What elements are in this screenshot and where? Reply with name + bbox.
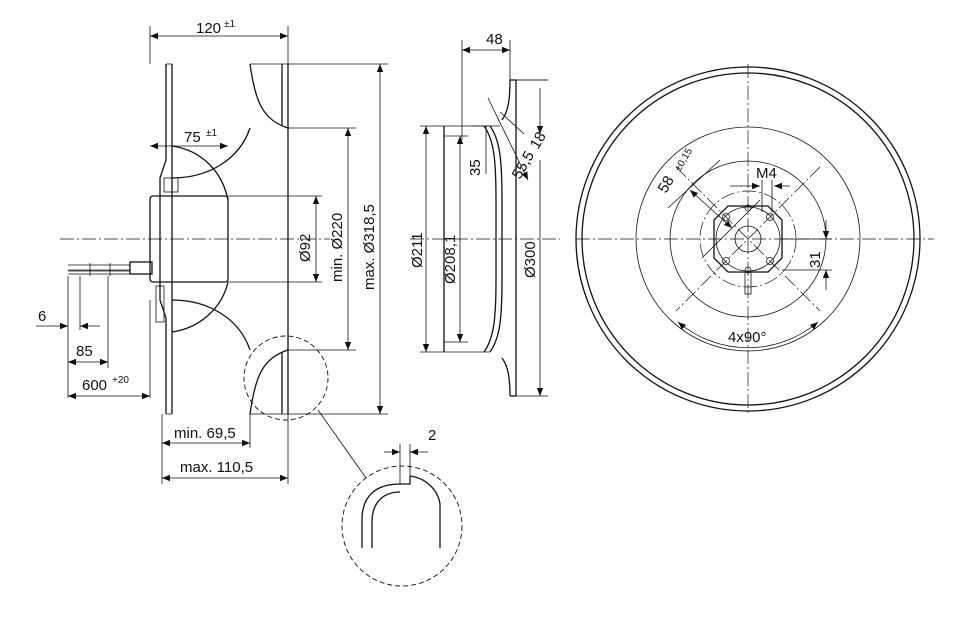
dim-48-label: 48	[486, 31, 503, 48]
dim-58-label: 58	[655, 173, 678, 196]
dim-dia-211: Ø211	[409, 125, 444, 353]
inlet-ring-view	[410, 79, 560, 397]
dim-dia-208-label: Ø208,1	[442, 235, 459, 284]
dim-m4: M4	[730, 165, 790, 212]
mount-hole-icon	[766, 257, 774, 265]
dim-18: 18	[516, 79, 550, 152]
dim-dia-300: Ø300	[516, 79, 548, 397]
dim-120: 120 ±1	[149, 19, 289, 64]
dim-dia-92-label: Ø92	[297, 234, 314, 262]
dim-4x90: 4x90°	[677, 321, 819, 349]
dim-75-label: 75	[184, 129, 201, 146]
dim-58-tol: ±0,15	[673, 146, 695, 173]
dim-dia-92: Ø92	[228, 195, 322, 283]
dim-dia-211-label: Ø211	[409, 232, 426, 268]
detail-leader	[317, 409, 367, 479]
dim-120-label: 120	[196, 20, 221, 37]
dim-18-label: 18	[527, 129, 550, 152]
dim-75-tol: ±1	[206, 128, 217, 139]
dim-120-tol: ±1	[224, 19, 235, 30]
dim-48: 48	[461, 31, 511, 140]
dim-75: 75 ±1	[150, 128, 228, 150]
dim-dia-300-label: Ø300	[522, 241, 539, 278]
mount-hole-icon	[722, 257, 730, 265]
dim-4x90-label: 4x90°	[728, 329, 767, 346]
dim-6-label: 6	[38, 308, 46, 325]
mount-hole-icon	[744, 204, 752, 212]
dim-35: 35	[467, 125, 500, 176]
dim-dia-220-label: min. Ø220	[329, 213, 346, 282]
dim-dia-318: max. Ø318,5	[288, 63, 388, 415]
dim-600-label: 600	[82, 377, 107, 394]
dim-35-label: 35	[467, 159, 484, 176]
mount-hole-icon	[766, 213, 774, 221]
dim-555-label: 55,5	[509, 148, 538, 182]
dim-m4-label: M4	[756, 165, 777, 182]
dim-dia-208: Ø208,1	[442, 135, 468, 343]
dim-bottom: min. 69,5 max. 110,5	[161, 414, 289, 484]
dim-58: 58 ±0,15	[655, 146, 761, 259]
dim-min695-label: min. 69,5	[174, 425, 236, 442]
dim-dia-318-label: max. Ø318,5	[361, 204, 378, 290]
dim-2-label: 2	[428, 427, 436, 444]
dim-lead: 6 85 600 +20	[36, 276, 151, 400]
detail-view: 2	[341, 427, 463, 587]
mount-hole-icon	[744, 266, 752, 274]
front-view	[575, 64, 934, 414]
dim-31: 31	[782, 220, 832, 290]
dim-85-label: 85	[76, 343, 93, 360]
dim-dia-220: min. Ø220	[288, 127, 356, 351]
dim-max1105-label: max. 110,5	[180, 459, 253, 476]
dim-31-label: 31	[807, 251, 824, 268]
side-view	[60, 63, 330, 421]
dim-600-tol: +20	[112, 375, 129, 386]
